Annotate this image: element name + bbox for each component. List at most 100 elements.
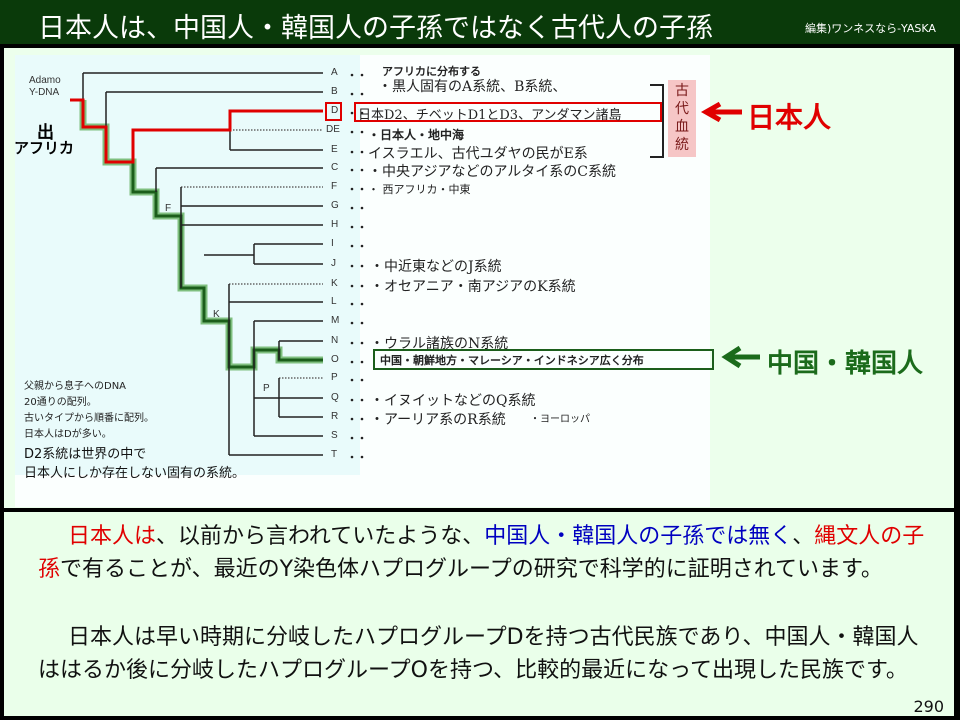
note-j: ・中近東などのJ系統	[370, 259, 502, 275]
highlight-jomon: 縄文人の子孫	[38, 524, 925, 582]
haplogroup-label-i: I	[331, 238, 334, 249]
ancient-bracket	[650, 84, 664, 158]
leader-dot	[350, 341, 354, 345]
haplogroup-label-de: DE	[326, 124, 340, 135]
haplogroup-label-e: E	[331, 144, 338, 155]
note-o: 中国・朝鮮地方・マレーシア・インドネシア広く分布	[380, 354, 644, 367]
leader-dot	[350, 417, 354, 421]
note-d: 日本D2、チベットD1とD3、アンダマン諸島	[358, 108, 622, 123]
text: 、以前から言われていたような、	[156, 524, 485, 549]
legend-line: 父親から息子へのDNA	[24, 381, 127, 392]
note-e: イスラエル、古代ユダヤの民がE系	[368, 146, 588, 162]
leader-dot	[360, 264, 364, 268]
green-arrow-icon	[721, 345, 760, 369]
slide-title: 日本人は、中国人・韓国人の子孫ではなく古代人の子孫	[38, 13, 713, 44]
green-lineage	[131, 162, 323, 369]
note-c: ・中央アジアなどのアルタイ系のC系統	[368, 164, 617, 180]
leader-dot	[350, 264, 354, 268]
d2-note: 日本人にしか存在しない固有の系統。	[24, 466, 246, 481]
haplogroup-label-k: K	[331, 278, 338, 289]
haplogroup-label-s: S	[331, 430, 338, 441]
leader-dot	[350, 168, 354, 172]
leader-dot	[360, 206, 364, 210]
leader-dot	[350, 130, 354, 134]
legend-line: 20通りの配列。	[24, 397, 97, 408]
red-arrow-icon	[700, 101, 742, 123]
haplogroup-label-h: H	[331, 219, 339, 230]
legend: 父親から息子へのDNA 20通りの配列。 古いタイプから順番に配列。 日本人はD…	[24, 379, 154, 443]
page-number: 290	[913, 697, 944, 716]
leader-dot	[350, 378, 354, 382]
leader-dot	[360, 150, 364, 154]
leader-dot	[350, 360, 354, 364]
d-note-box	[354, 102, 662, 122]
chinese-korean-callout: 中国・韓国人	[767, 349, 924, 379]
haplogroup-label-d: D	[331, 105, 339, 116]
title-bar: 日本人は、中国人・韓国人の子孫ではなく古代人の子孫 編集)ワンネスなら-YASK…	[0, 0, 960, 46]
leader-dot	[360, 302, 364, 306]
leader-dot	[350, 73, 354, 77]
explanation-panel: 日本人は、以前から言われていたような、中国人・韓国人の子孫では無く、縄文人の子孫…	[4, 512, 954, 716]
japanese-callout: 日本人	[747, 101, 832, 134]
haplogroup-label-r: R	[331, 411, 339, 422]
note-k: ・オセアニア・南アジアのK系統	[370, 279, 576, 295]
o-note-box	[373, 349, 714, 370]
root-label: Adamo	[29, 75, 61, 86]
haplogroup-label-f: F	[331, 181, 338, 192]
out-of-africa-label: 出	[37, 123, 54, 143]
haplogroup-label-p: P	[331, 372, 338, 383]
leader-dot	[360, 111, 364, 115]
note-n: ・ウラル諸族のN系統	[370, 336, 509, 352]
haplogroup-label-l: L	[331, 296, 337, 307]
leader-dot	[360, 321, 364, 325]
leader-dot	[360, 244, 364, 248]
leader-dot	[360, 341, 364, 345]
leader-dot	[360, 455, 364, 459]
leader-dot	[350, 321, 354, 325]
root-label: Y-DNA	[29, 87, 60, 98]
highlight-chinese-korean: 中国人・韓国人の子孫では無く	[484, 524, 793, 549]
leader-dot	[360, 130, 364, 134]
leader-dot	[360, 398, 364, 402]
leader-dot	[350, 111, 354, 115]
leader-dot	[350, 225, 354, 229]
note-africa: アフリカに分布する	[382, 65, 481, 78]
leader-dot	[350, 455, 354, 459]
note-r: ・アーリア系のR系統	[370, 412, 506, 428]
leader-dot	[350, 206, 354, 210]
paragraph-1: 日本人は、以前から言われていたような、中国人・韓国人の子孫では無く、縄文人の子孫…	[38, 520, 938, 586]
leader-dot	[350, 398, 354, 402]
haplogroup-label-m: M	[331, 315, 340, 326]
note-r-extra: ・ヨーロッパ	[530, 414, 590, 425]
leader-dot	[350, 436, 354, 440]
note-de: ・日本人・地中海	[368, 128, 465, 142]
leader-dot	[360, 73, 364, 77]
leader-dot	[360, 168, 364, 172]
haplogroup-label-b: B	[331, 86, 338, 97]
haplogroup-label-n: N	[331, 335, 339, 346]
legend-line: 日本人はDが多い。	[24, 429, 112, 440]
haplogroup-label-c: C	[331, 162, 339, 173]
haplogroup-label-o: O	[331, 354, 339, 365]
ancient-lineage-char: 血	[675, 119, 689, 135]
tree-panel	[15, 55, 360, 475]
note-q: ・イヌイットなどのQ系統	[370, 393, 536, 409]
leader-dot	[350, 302, 354, 306]
leader-dot	[360, 92, 364, 96]
text: で有ることが、最近のY染色体ハプログループの研究で科学的に証明されています。	[60, 557, 883, 582]
note-f: ・ 西アフリカ・中東	[368, 183, 471, 196]
out-of-africa-label: アフリカ	[14, 139, 75, 157]
leader-dot	[360, 436, 364, 440]
node-label-f: F	[165, 203, 172, 214]
legend-line: 古いタイプから順番に配列。	[24, 413, 154, 424]
paragraph-2: 日本人は早い時期に分岐したハプログループDを持つ古代民族であり、中国人・韓国人は…	[38, 625, 919, 683]
ancient-lineage-bg	[668, 80, 696, 157]
d2-note: D2系統は世界の中で	[24, 447, 147, 462]
d-highlight-box	[325, 102, 342, 121]
leader-dot	[350, 244, 354, 248]
leader-dot	[360, 284, 364, 288]
leader-dot	[360, 417, 364, 421]
credit: 編集)ワンネスなら-YASKA	[805, 22, 936, 35]
ancient-lineage-char: 代	[675, 101, 689, 117]
